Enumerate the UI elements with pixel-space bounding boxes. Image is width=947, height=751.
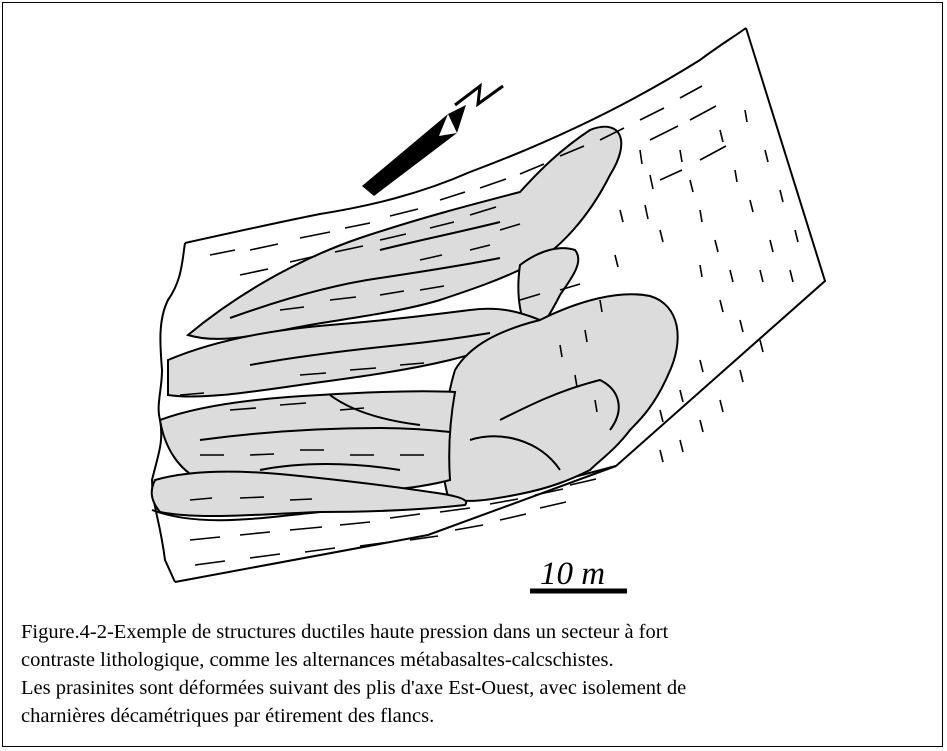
caption-line: contraste lithologique, comme les altern… [21, 646, 926, 674]
scale-label: 10 m [540, 556, 605, 593]
figure-caption: Figure.4-2-Exemple de structures ductile… [21, 618, 926, 730]
block-left-edge [152, 243, 185, 582]
north-letter-icon [455, 86, 503, 105]
prasinite-bodies [152, 127, 678, 516]
caption-line: charnières décamétriques par étirement d… [21, 702, 926, 730]
north-arrow-tip [448, 105, 466, 133]
caption-line: Figure.4-2-Exemple de structures ductile… [21, 618, 926, 646]
caption-line: Les prasinites sont déformées suivant de… [21, 674, 926, 702]
north-arrow [362, 86, 503, 196]
